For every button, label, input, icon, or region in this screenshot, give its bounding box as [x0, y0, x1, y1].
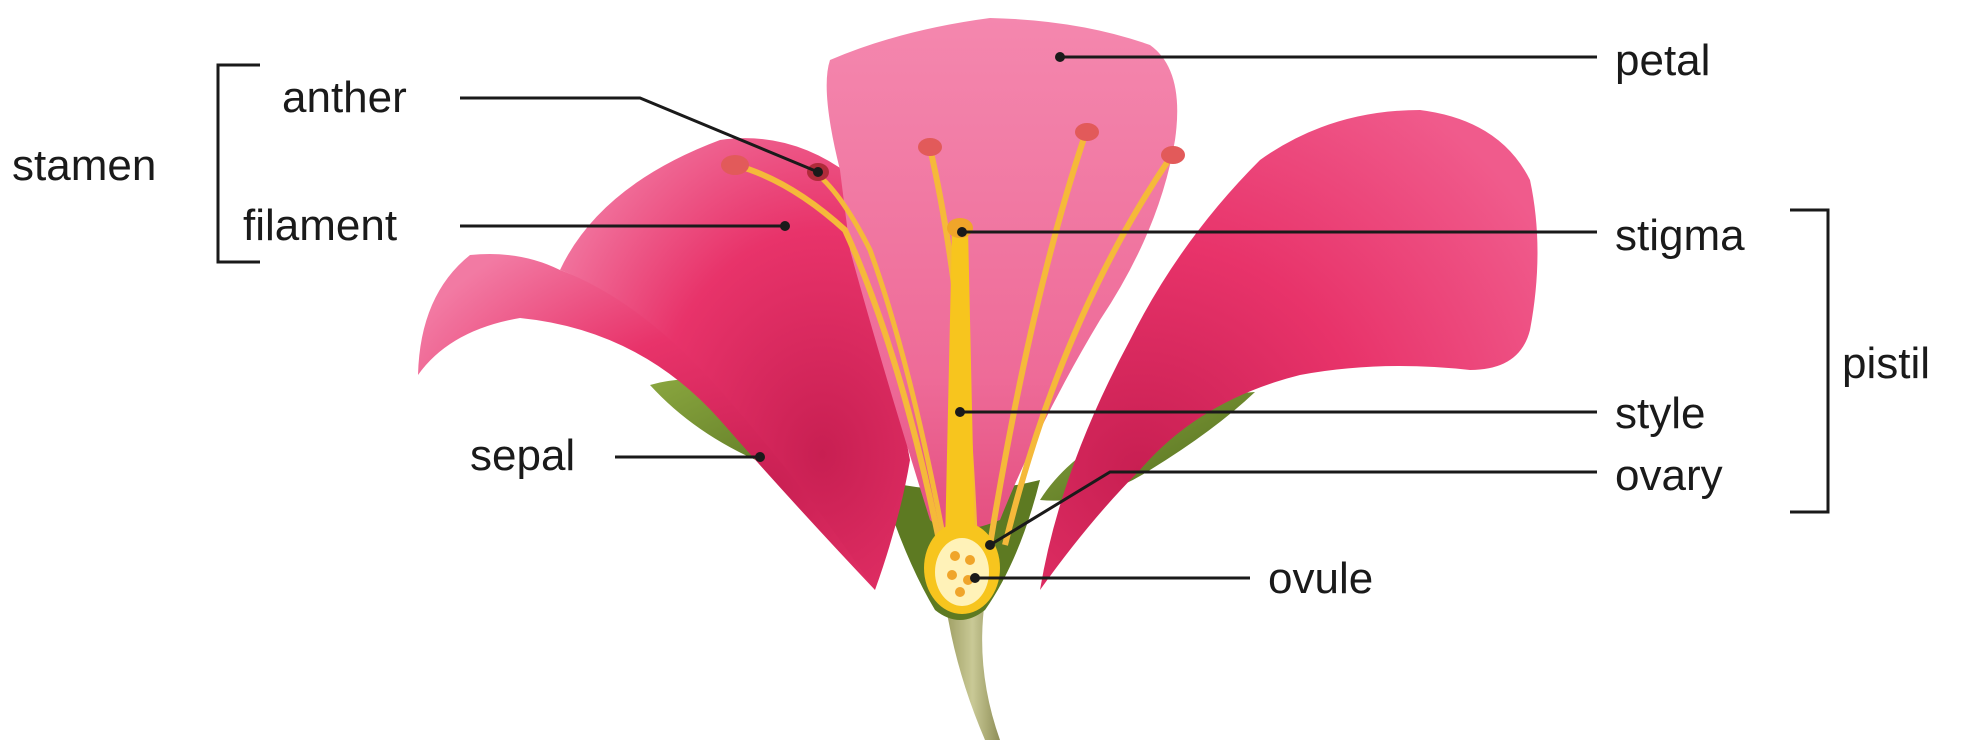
label-stamen: stamen	[12, 141, 156, 190]
flower-stalk	[945, 600, 1000, 740]
label-pistil: pistil	[1842, 339, 1930, 388]
label-filament: filament	[243, 201, 397, 250]
pistil-bracket	[1790, 210, 1828, 512]
label-style: style	[1615, 389, 1705, 438]
label-sepal: sepal	[470, 431, 575, 480]
petal-shapes	[418, 18, 1538, 590]
label-stigma: stigma	[1615, 211, 1745, 260]
label-ovary: ovary	[1615, 451, 1723, 500]
label-anther: anther	[282, 73, 407, 122]
label-ovule: ovule	[1268, 554, 1373, 603]
label-petal: petal	[1615, 36, 1710, 85]
